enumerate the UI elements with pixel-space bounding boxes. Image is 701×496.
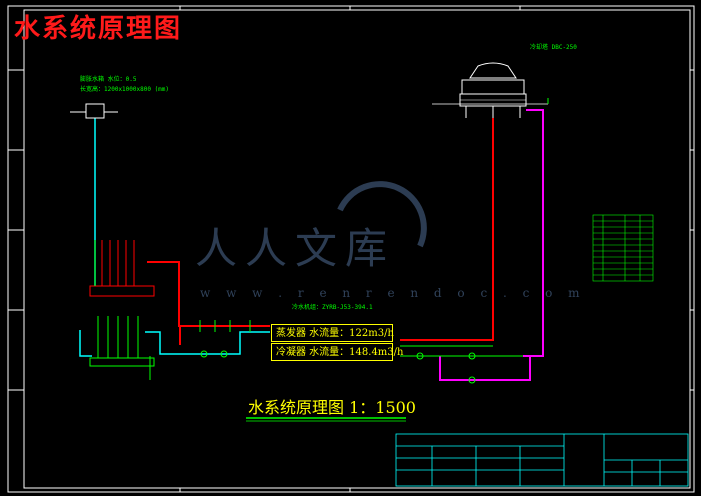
outer-frame	[7, 5, 695, 493]
evaporator-flow-box: 蒸发器 水流量：122m3/h	[271, 324, 394, 342]
pumps	[200, 350, 476, 384]
makeup-tank-label: 膨胀水箱 水位：0.5	[80, 76, 137, 83]
chilled-water-loop	[147, 118, 494, 345]
equipment-lines	[70, 98, 549, 380]
cooling-tower-label: 冷却塔 DBC-250	[530, 44, 577, 51]
cooling-water-loop	[439, 109, 544, 381]
condenser-flow-box: 冷凝器 水流量：148.4m3/h	[271, 343, 403, 361]
makeup-tank-size-label: 长宽高：1200x1000x800 (mm)	[80, 86, 170, 93]
equipment-table	[592, 214, 654, 282]
chiller-model-label: 冷水机组：ZYRB-J53-394.1	[292, 304, 373, 311]
inner-frame	[23, 9, 691, 489]
watermark-url: w w w . r e n r e n d o c . c o m	[200, 286, 586, 300]
drawing-title: 水系统原理图	[14, 14, 183, 44]
frame-ticks	[8, 6, 694, 492]
watermark-logo	[337, 181, 427, 248]
plan-title: 水系统原理图 1：1500	[248, 398, 416, 417]
title-block	[395, 433, 689, 487]
watermark-text: 人人文库	[195, 224, 396, 273]
cooling-tower	[432, 62, 548, 118]
